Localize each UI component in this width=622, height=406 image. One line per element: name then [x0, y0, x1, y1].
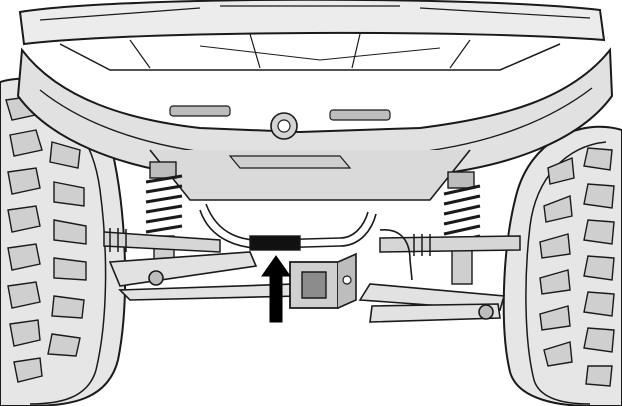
left-rear-tire — [0, 77, 127, 406]
rear-bumper — [16, 47, 614, 201]
hitch-pin-hole — [342, 275, 352, 285]
callout-arrow — [261, 255, 291, 323]
hitch-bar-black — [249, 235, 301, 251]
cargo-box-frame — [18, 0, 606, 71]
tow-hitch-receiver — [249, 235, 357, 309]
left-drive-axle — [103, 228, 221, 253]
receiver-opening — [301, 271, 327, 299]
left-reflector-slot — [169, 105, 231, 117]
right-rear-tire — [502, 125, 622, 406]
license-plate-light — [228, 155, 352, 169]
lower-control-arms — [108, 251, 506, 323]
right-drive-axle — [379, 234, 521, 256]
right-reflector-slot — [329, 109, 391, 121]
right-shock-absorber — [443, 171, 481, 285]
